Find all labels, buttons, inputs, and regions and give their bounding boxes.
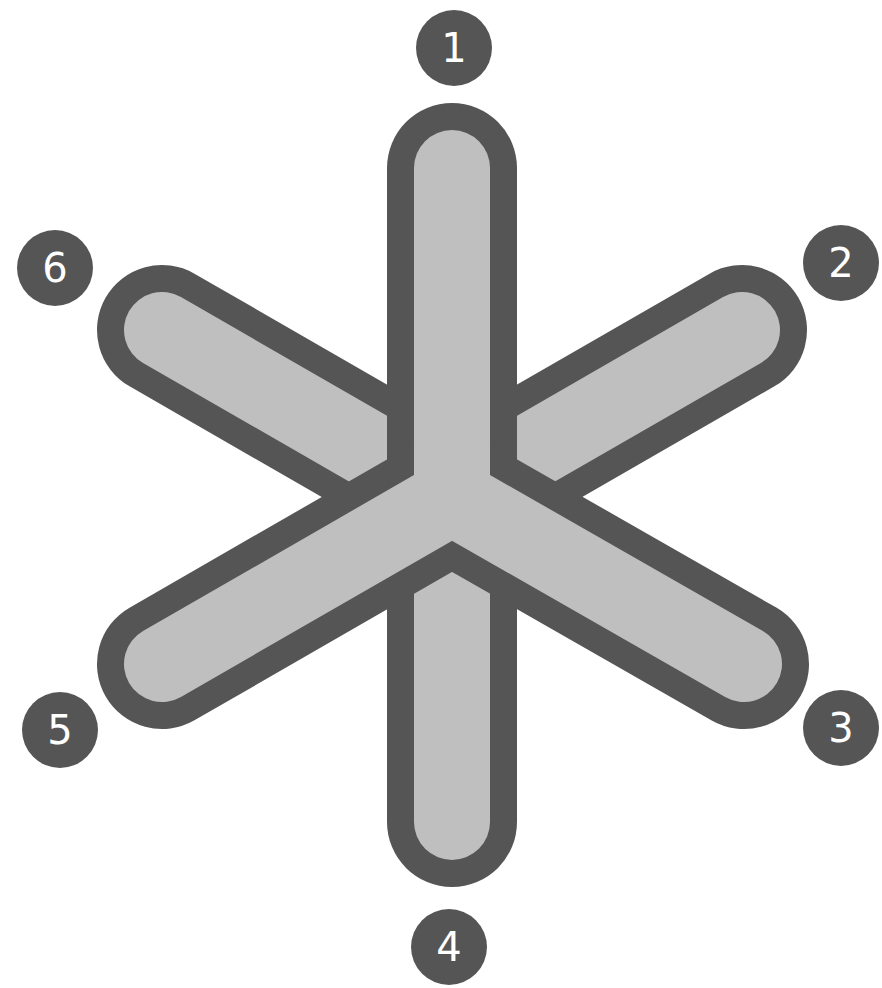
callout-number: 3 <box>803 690 879 766</box>
callout-number: 6 <box>17 230 93 306</box>
callout-circle: 2 <box>803 225 879 301</box>
callout-circle: 1 <box>416 10 492 86</box>
callout-circle: 4 <box>411 909 487 985</box>
callout-circle: 5 <box>22 692 98 768</box>
callout-number: 2 <box>803 225 879 301</box>
callout-number: 5 <box>22 692 98 768</box>
callout-number: 1 <box>416 10 492 86</box>
callout-circle: 3 <box>803 690 879 766</box>
callout-circle: 6 <box>17 230 93 306</box>
callout-number: 4 <box>411 909 487 985</box>
